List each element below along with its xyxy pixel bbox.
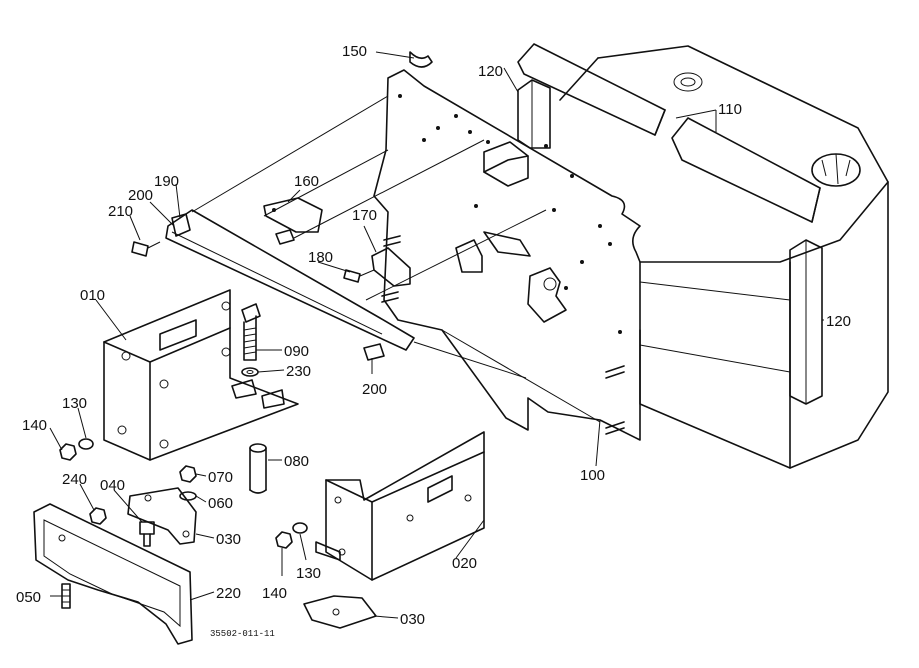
studs xyxy=(381,235,625,435)
back-plate-100 xyxy=(373,69,641,441)
bolt-210 xyxy=(131,241,161,257)
nut-240 xyxy=(89,507,107,525)
plate-220 xyxy=(33,503,193,645)
drawing-code: 35502-011-11 xyxy=(210,629,275,639)
callout-040: 040 xyxy=(100,477,125,494)
bolt-040 xyxy=(139,521,155,547)
nut-140b xyxy=(275,531,293,549)
bracket-020 xyxy=(315,431,485,581)
washer-230 xyxy=(241,367,259,377)
bolt-180 xyxy=(343,269,375,283)
callout-170: 170 xyxy=(352,207,377,224)
callout-180: 180 xyxy=(308,249,333,266)
callout-120-side: 120 xyxy=(826,313,851,330)
callout-140-left: 140 xyxy=(22,417,47,434)
bolt-160 xyxy=(275,229,295,245)
plate-brackets xyxy=(455,141,567,323)
nut-070 xyxy=(179,465,197,483)
bolt-090 xyxy=(241,303,261,361)
stud-050 xyxy=(61,583,71,609)
washer-130b xyxy=(292,522,308,534)
callout-110: 110 xyxy=(718,101,742,118)
callout-080: 080 xyxy=(284,453,309,470)
leader-lines xyxy=(49,51,824,619)
callout-230: 230 xyxy=(286,363,311,380)
callout-190: 190 xyxy=(154,173,179,190)
callouts: 150 120 110 160 190 200 210 170 180 010 … xyxy=(16,43,851,628)
callout-200-upper: 200 xyxy=(128,187,153,204)
callout-050: 050 xyxy=(16,589,41,606)
callout-120-top: 120 xyxy=(478,63,503,80)
rubber-strip-120b xyxy=(789,239,823,405)
callout-030-left: 030 xyxy=(216,531,241,548)
callout-150: 150 xyxy=(342,43,367,60)
callout-020: 020 xyxy=(452,555,477,572)
callout-030-bottom: 030 xyxy=(400,611,425,628)
callout-160: 160 xyxy=(294,173,319,190)
callout-200-lower: 200 xyxy=(362,381,387,398)
callout-060: 060 xyxy=(208,495,233,512)
assembly-lines xyxy=(191,95,601,423)
nut-140a xyxy=(59,443,77,461)
spacer-080 xyxy=(249,443,267,494)
bracket-160 xyxy=(263,197,323,233)
callout-210: 210 xyxy=(108,203,133,220)
callout-100: 100 xyxy=(580,467,605,484)
clip-150 xyxy=(409,51,433,68)
callout-130-left: 130 xyxy=(62,395,87,412)
callout-090: 090 xyxy=(284,343,309,360)
callout-240: 240 xyxy=(62,471,87,488)
callout-130-right: 130 xyxy=(296,565,321,582)
plate-030a xyxy=(127,487,197,545)
rubber-strip-120a xyxy=(517,79,551,149)
callout-220: 220 xyxy=(216,585,241,602)
washer-130a xyxy=(78,438,94,450)
callout-010: 010 xyxy=(80,287,105,304)
callout-140-right: 140 xyxy=(262,585,287,602)
strap-190 xyxy=(165,209,415,361)
plate-030b xyxy=(303,595,377,629)
rubber-bar-110 xyxy=(517,43,821,223)
bracket-010 xyxy=(103,289,299,461)
callout-070: 070 xyxy=(208,469,233,486)
